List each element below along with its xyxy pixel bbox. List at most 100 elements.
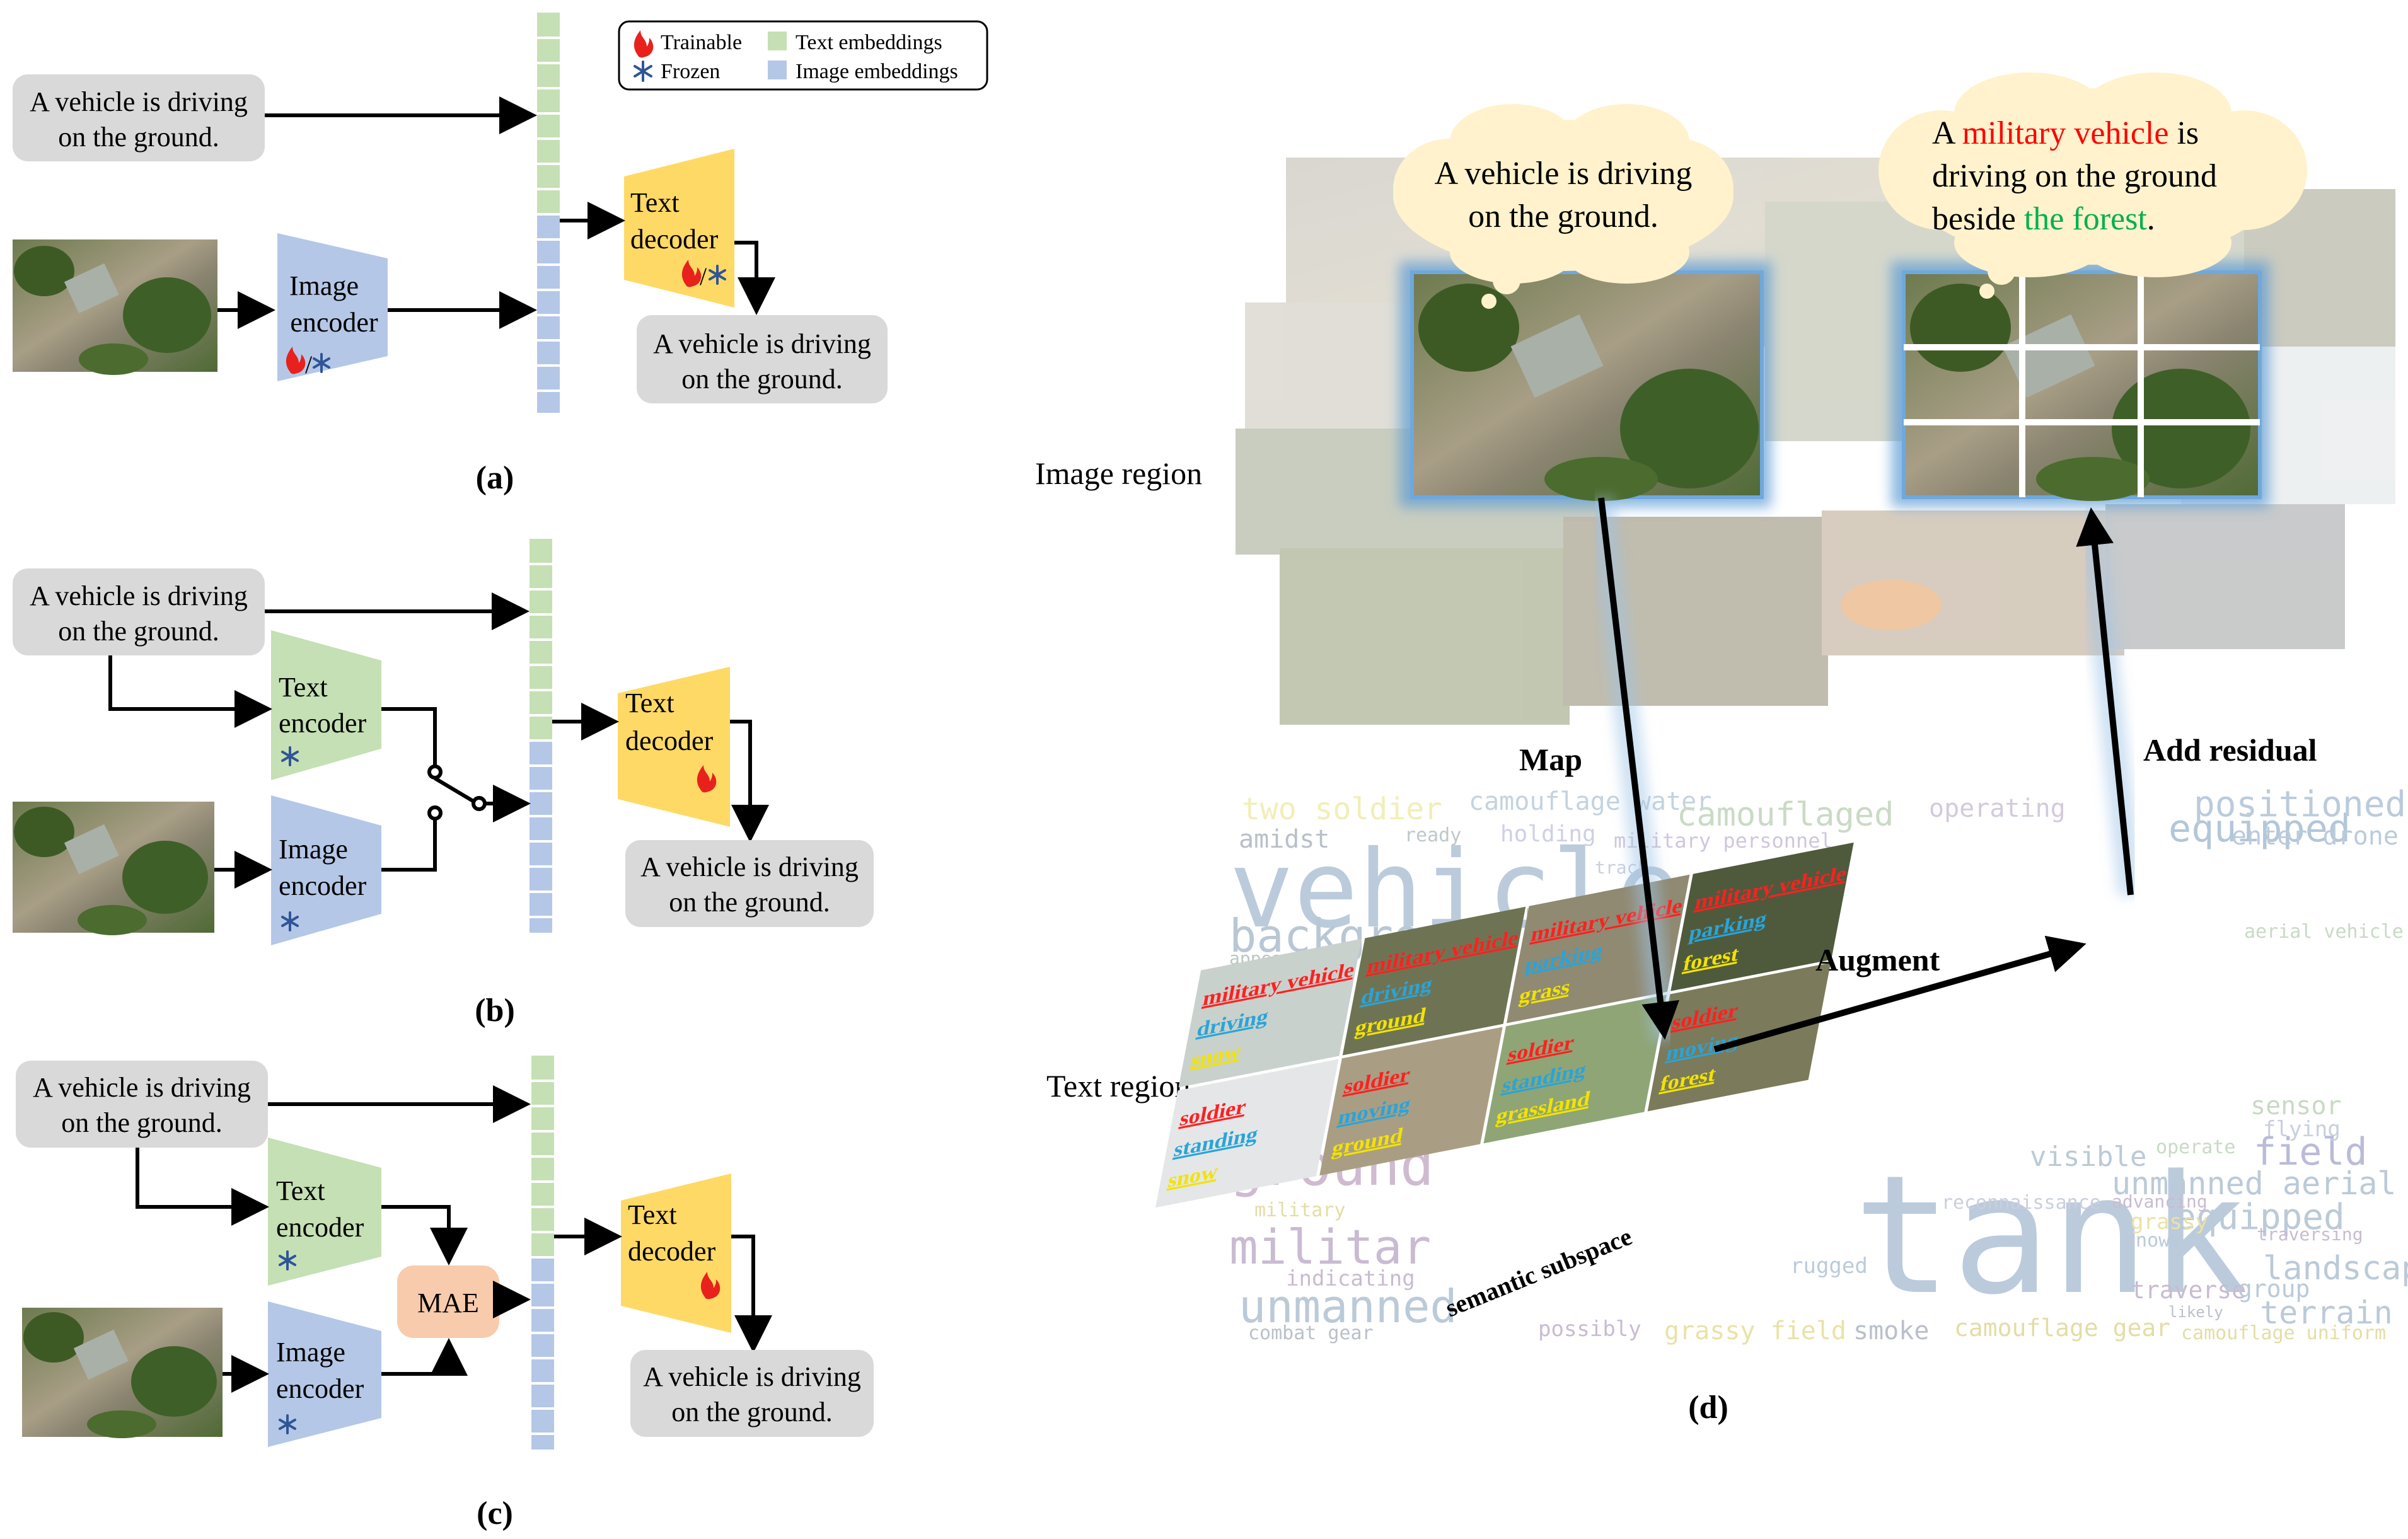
image-encoder-label: Image [279, 834, 348, 865]
snowflake-icon [279, 1250, 296, 1271]
caption-line: on the ground. [58, 122, 219, 153]
caption-line: A vehicle is driving [30, 580, 248, 611]
legend-text-embeddings-label: Text embeddings [796, 31, 942, 54]
image-encoder-label: encoder [290, 307, 378, 338]
cloud-word: traverse [2131, 1276, 2246, 1304]
flame-icon [700, 1272, 721, 1300]
cloud-word: aerial vehicle [2244, 921, 2404, 943]
add-residual-label: Add residual [2143, 732, 2317, 768]
aerial-photo [22, 1308, 223, 1438]
augment-label: Augment [1815, 942, 1940, 977]
panel-label-c: (c) [477, 1496, 513, 1531]
cloud-word: traversing [2257, 1224, 2363, 1245]
legend: Trainable Frozen Text embeddings Image e… [618, 20, 988, 91]
thought-bubble-left [1393, 104, 1734, 309]
panel-d: A vehicle is driving on the ground. A mi… [1035, 72, 2408, 1426]
arrow [731, 1235, 772, 1353]
cloud-word: militar [1229, 1219, 1431, 1275]
map-label: Map [1519, 742, 1582, 777]
snowflake-icon [709, 265, 726, 285]
text-decoder-label: decoder [630, 224, 719, 255]
aerial-photo [13, 802, 214, 935]
cloud-word: smoke [1853, 1317, 1929, 1346]
subspace-tile: military vehicle driving snow [1178, 938, 1362, 1088]
legend-trainable-label: Trainable [661, 31, 742, 54]
bubble-left-text: A vehicle is driving [1435, 156, 1693, 192]
caption-line: on the ground. [681, 364, 842, 395]
thought-bubble-right [1878, 72, 2307, 299]
text-decoder-label: Text [628, 1199, 677, 1230]
cloud-word: indicating [1286, 1266, 1415, 1291]
encoder-shape [277, 233, 388, 381]
mae-box [397, 1265, 499, 1338]
bubble-left-text: on the ground. [1468, 199, 1658, 234]
bubble-right-text: beside the forest. [1932, 201, 2155, 237]
augmented-image [1891, 262, 2269, 507]
cloud-word: unmanned aerial [2112, 1165, 2397, 1202]
encoder-shape [268, 1138, 381, 1286]
caption-line: on the ground. [669, 887, 830, 918]
cloud-word: rugged [1790, 1254, 1868, 1279]
cloud-word: advancing [2112, 1191, 2208, 1212]
flame-icon [697, 765, 717, 793]
cloud-word: grassy field [1664, 1317, 1846, 1346]
image-region-label: Image region [1035, 456, 1202, 491]
caption-line: A vehicle is driving [653, 328, 871, 359]
text-decoder-label: Text [625, 688, 674, 718]
highlight-military-vehicle: military vehicle [1962, 115, 2169, 151]
image-encoder-label: Image [276, 1337, 345, 1368]
subspace-tile: soldier moving ground [1319, 1027, 1503, 1176]
cloud-word: landscape [2263, 1250, 2408, 1288]
bubble-right-word: . [2147, 201, 2155, 237]
cloud-word: military [1254, 1199, 1346, 1221]
legend-image-embed-swatch [768, 61, 787, 79]
caption-line: A vehicle is driving [33, 1072, 251, 1103]
mae-label: MAE [417, 1288, 479, 1318]
text-decoder-label: decoder [628, 1236, 716, 1267]
cloud-word: group [2238, 1275, 2310, 1303]
legend-text-embed-swatch [768, 32, 787, 50]
cloud-word: visible [2030, 1141, 2146, 1173]
image-encoder-label: encoder [279, 870, 367, 901]
arrow [730, 720, 769, 843]
cloud-word: two soldier [1242, 792, 1442, 827]
caption-line: on the ground. [58, 616, 219, 647]
caption-box-input [13, 74, 265, 161]
caption-line: on the ground. [61, 1107, 222, 1138]
flame-icon [286, 347, 306, 374]
residual-arrow [2076, 507, 2134, 896]
subspace-tile: military vehicle driving ground [1342, 906, 1526, 1056]
aerial-photo [13, 239, 217, 375]
cloud-word: operate [2156, 1136, 2235, 1158]
embedding-column [537, 13, 560, 413]
bubble-right-word: A [1932, 115, 1962, 151]
text-encoder-label: encoder [279, 708, 367, 739]
cloud-word: terrain [2260, 1294, 2393, 1331]
cloud-word: positioned [2194, 784, 2406, 825]
cloud-word: flying [2263, 1117, 2341, 1142]
cloud-word: camouflage uniform [2181, 1322, 2386, 1344]
cloud-word: operating [1929, 794, 2066, 823]
cloud-word: field [2254, 1130, 2368, 1174]
image-encoder-label: Image [289, 270, 359, 301]
snowflake-icon [279, 1414, 296, 1434]
encoder-shape [271, 795, 381, 945]
caption-line: A vehicle is driving [640, 851, 859, 882]
caption-line: A vehicle is driving [643, 1361, 861, 1392]
caption-box-output [630, 1350, 874, 1437]
caption-box-input [16, 1061, 268, 1148]
snowflake-icon [281, 746, 299, 766]
cloud-word: camouflage water [1469, 787, 1711, 816]
cloud-word: holding [1500, 821, 1596, 847]
panel-label-a: (a) [476, 460, 514, 496]
cloud-word: likely [2168, 1303, 2223, 1321]
cloud-word: unmanned [1239, 1280, 1457, 1333]
arrow [381, 1338, 468, 1376]
panel-label-b: (b) [475, 993, 515, 1029]
text-encoder-label: Text [279, 672, 328, 703]
highlight-the-forest: the forest [2024, 201, 2147, 237]
subspace-tile: military vehicle parking forest [1670, 842, 1854, 991]
caption-box-input [13, 568, 265, 655]
cloud-word: possibly [1538, 1317, 1641, 1342]
cloud-word: equipped [2175, 1197, 2345, 1238]
